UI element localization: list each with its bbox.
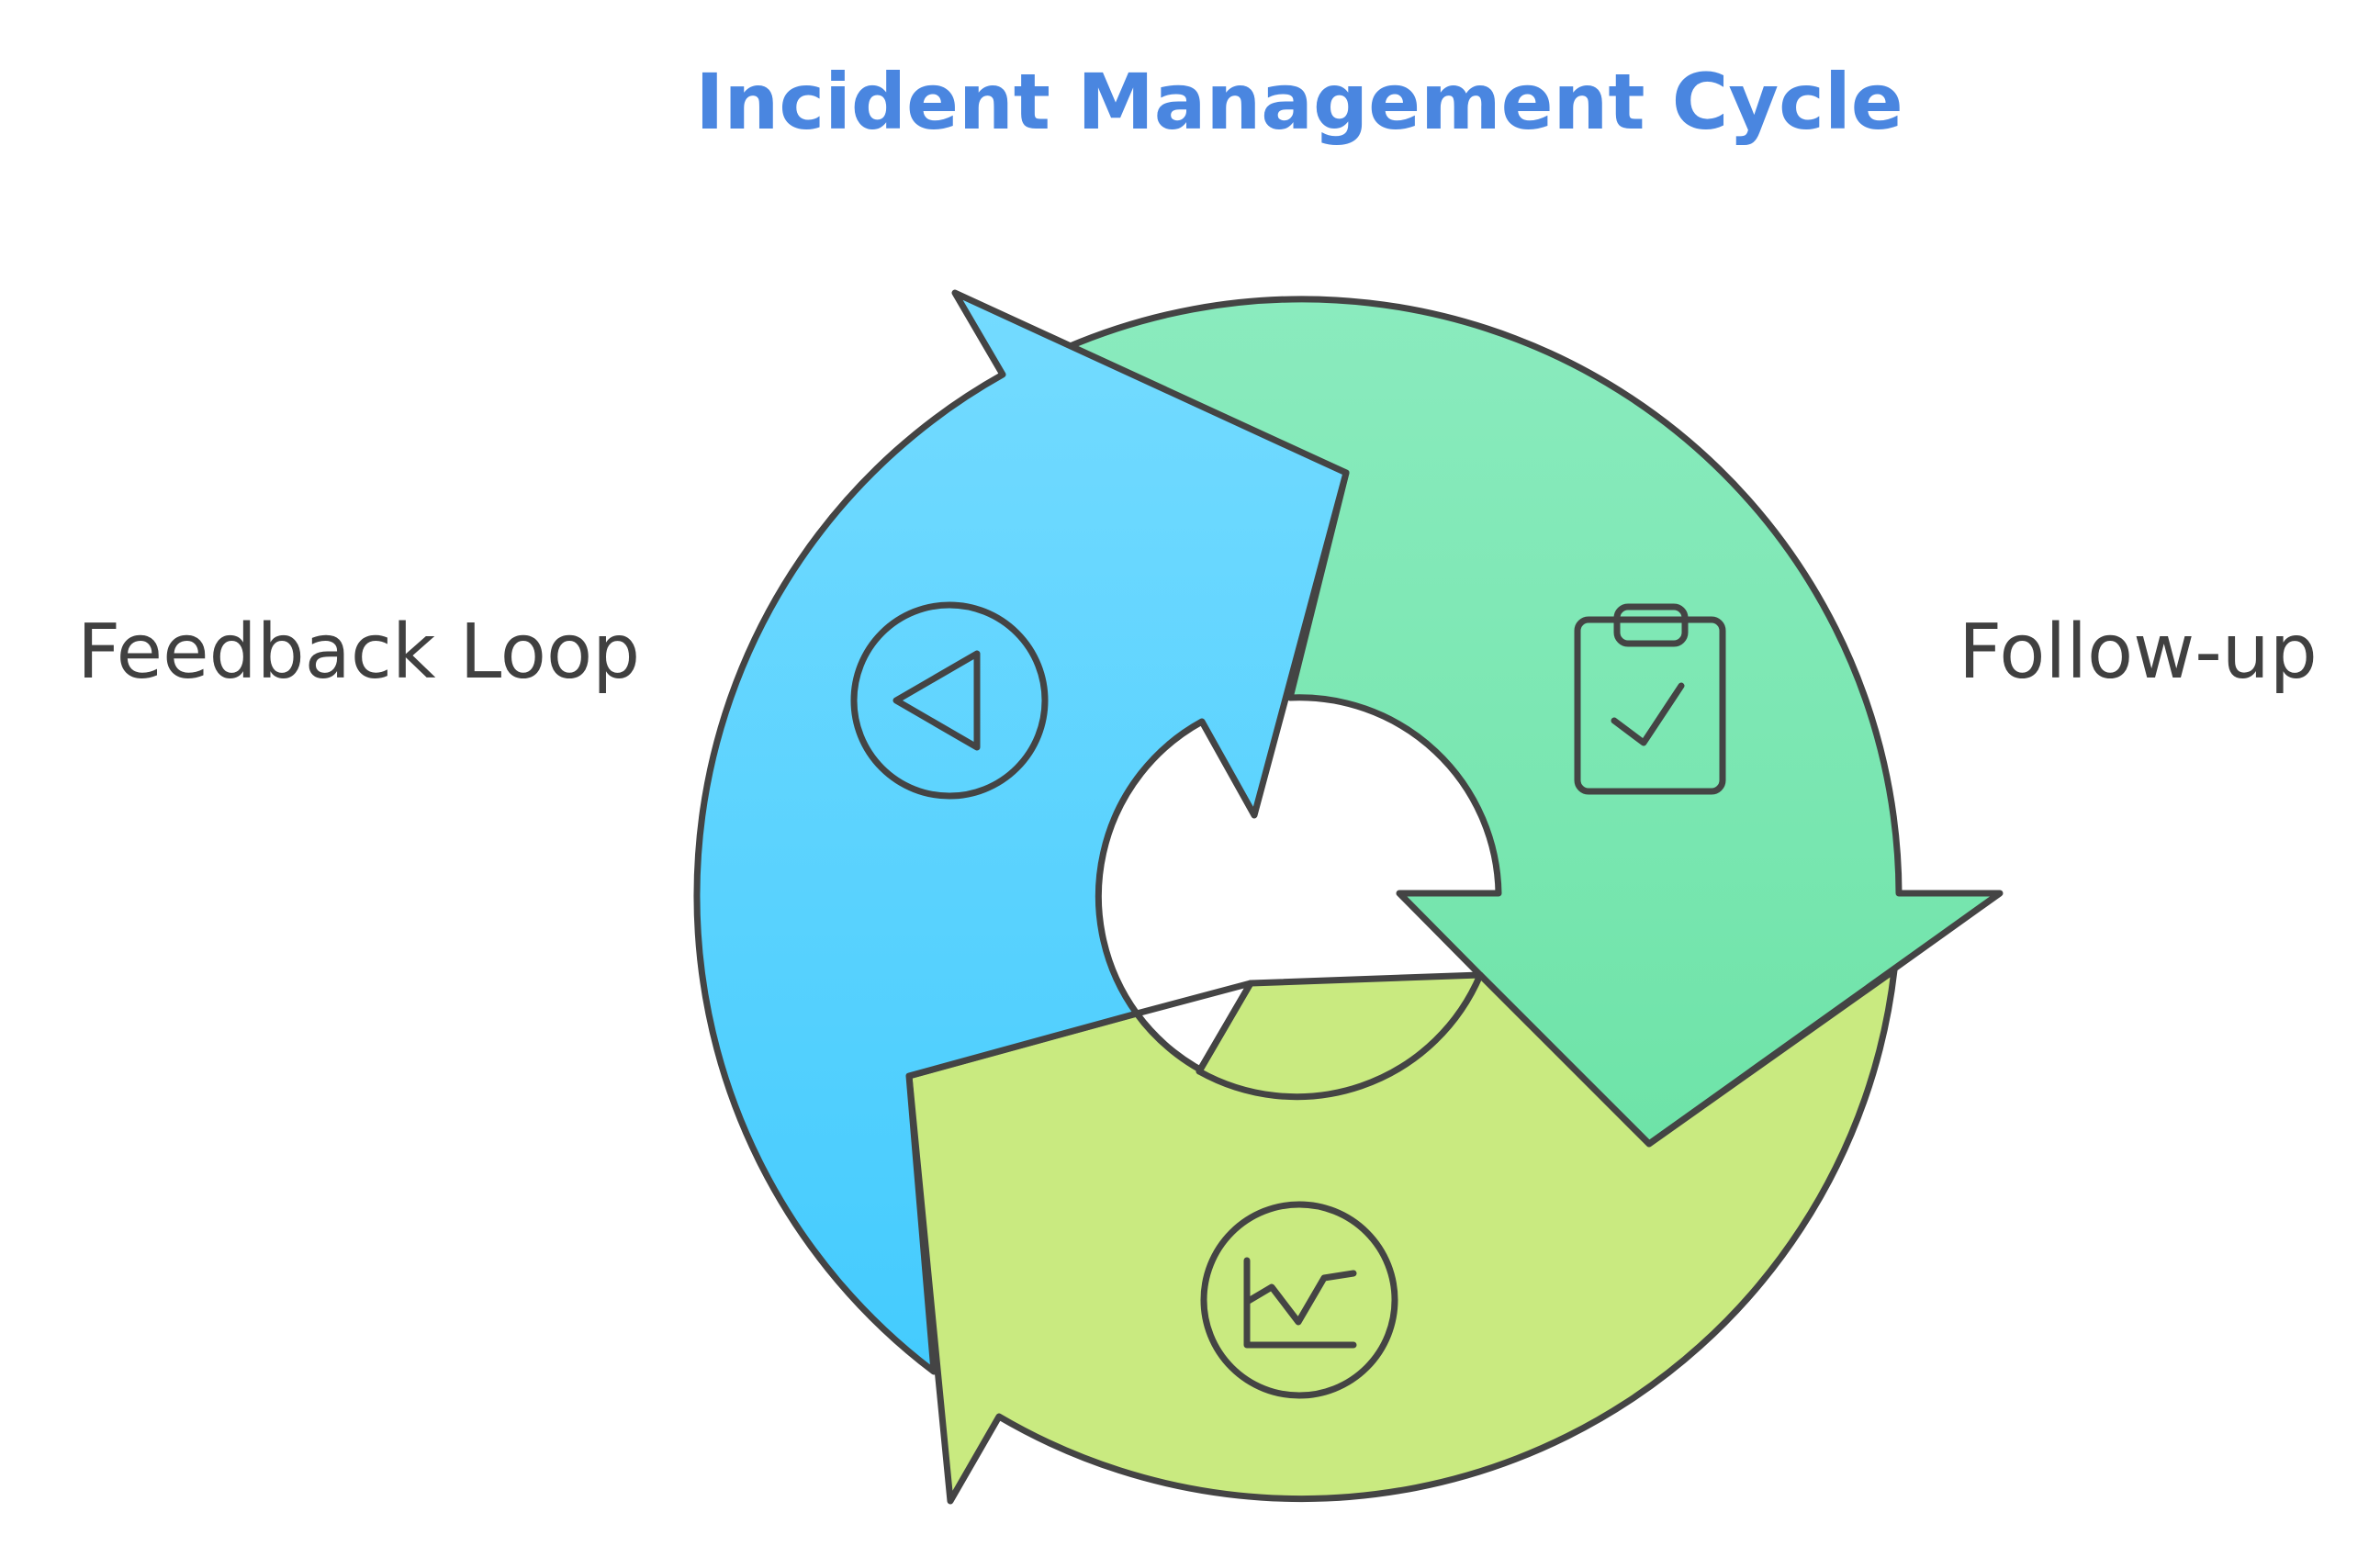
play-reverse-icon xyxy=(850,601,1049,800)
diagram-title: Incident Management Cycle xyxy=(695,57,1903,147)
label-feedback-loop: Feedback Loop xyxy=(77,609,640,696)
clipboard-check-icon xyxy=(1574,603,1726,795)
arrow-head-resolution xyxy=(1196,971,1484,1101)
arrow-head-resolution-outline xyxy=(1133,980,1254,1075)
segment-feedback-loop xyxy=(693,289,1350,1375)
label-follow-up: Follow-up xyxy=(1959,609,2318,696)
line-chart-icon xyxy=(1200,1201,1398,1399)
segment-follow-up xyxy=(1064,296,2004,1148)
